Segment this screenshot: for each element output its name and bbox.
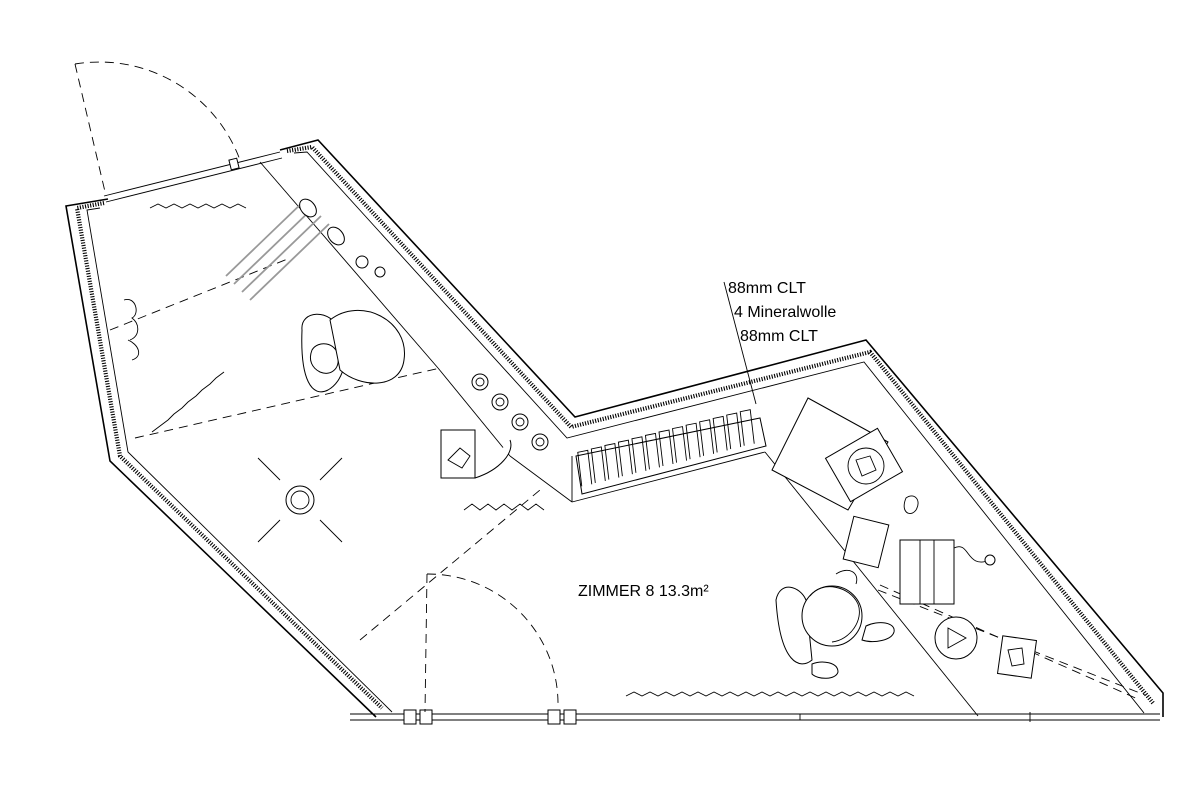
door-swing-icon — [74, 61, 559, 713]
heater-fin — [604, 443, 620, 480]
shower-drain-icon — [257, 457, 343, 543]
desk-icon — [842, 515, 1038, 679]
wall-layer-label-2: 4 Mineralwolle — [734, 304, 836, 321]
heater-fin — [644, 432, 660, 470]
exterior-wall — [65, 139, 1164, 718]
heater-fin — [658, 429, 674, 467]
wall-layer-label-1: 88mm CLT — [728, 280, 806, 297]
bed-icon — [771, 397, 919, 514]
heater-strip — [575, 409, 767, 495]
heater-fin — [685, 422, 701, 460]
heater-fin — [617, 439, 633, 477]
heater-fin — [699, 419, 715, 456]
heater-fin — [712, 415, 728, 453]
wall-fixtures — [123, 299, 140, 361]
partitions — [109, 161, 1146, 717]
curtains — [149, 203, 915, 697]
heater-fin — [726, 412, 742, 450]
windows — [103, 151, 1160, 725]
radiator-icon — [471, 373, 549, 451]
wall-layer-leader — [723, 281, 757, 405]
office-chair-icon — [775, 570, 895, 679]
wall-layer-callout: 88mm CLT 4 Mineralwolle 88mm CLT — [728, 280, 836, 345]
toilet-icon — [440, 429, 512, 479]
room-label: ZIMMER 8 13.3m² — [578, 583, 709, 600]
heater-fin — [577, 449, 593, 487]
heater-fin — [590, 446, 606, 483]
wall-layer-label-3: 88mm CLT — [740, 328, 818, 345]
heater-fin — [631, 436, 647, 473]
sink-icon — [329, 310, 405, 384]
wardrobe-icon — [225, 198, 386, 301]
heater-fin — [739, 409, 755, 446]
heater-fin — [672, 426, 687, 463]
